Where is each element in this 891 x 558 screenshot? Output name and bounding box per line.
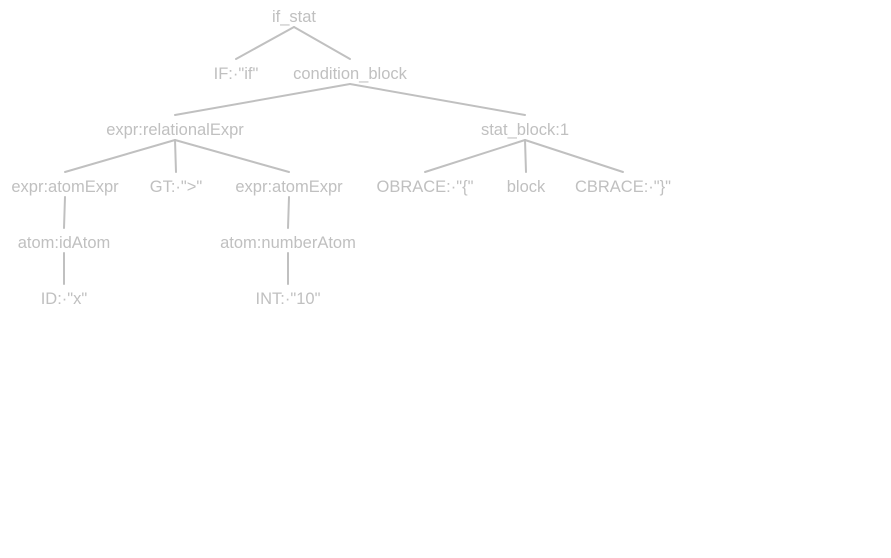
tree-edge-condition-block-to-stat-block bbox=[349, 83, 526, 116]
node-expr-atom-left: expr:atomExpr bbox=[11, 178, 119, 196]
tree-edge-stat-block-to-cbrace-token bbox=[524, 139, 624, 173]
tree-edge-expr-relational-to-expr-atom-right bbox=[174, 139, 290, 173]
tree-edge-stat-block-to-obrace-token bbox=[424, 139, 526, 173]
node-atom-id: atom:idAtom bbox=[18, 234, 111, 252]
node-block: block bbox=[507, 178, 546, 196]
node-int-token: INT:·"10" bbox=[256, 290, 321, 308]
node-condition-block: condition_block bbox=[293, 65, 407, 83]
node-id-token: ID:·"x" bbox=[41, 290, 88, 308]
node-atom-number: atom:numberAtom bbox=[220, 234, 356, 252]
node-gt-token: GT:·">" bbox=[150, 178, 203, 196]
parse-tree-nodes: if_stat IF:·"if" condition_block expr:re… bbox=[11, 8, 671, 308]
node-if-stat: if_stat bbox=[272, 8, 316, 26]
tree-edge-expr-relational-to-expr-atom-left bbox=[64, 139, 176, 173]
tree-edge-expr-atom-right-to-atom-number bbox=[287, 196, 290, 229]
node-stat-block: stat_block:1 bbox=[481, 121, 569, 139]
node-expr-atom-right: expr:atomExpr bbox=[235, 178, 343, 196]
node-expr-relational: expr:relationalExpr bbox=[106, 121, 244, 139]
node-obrace-token: OBRACE:·"{" bbox=[377, 178, 474, 196]
tree-edge-stat-block-to-block bbox=[524, 139, 527, 173]
parse-tree-edges bbox=[63, 26, 624, 285]
tree-edge-condition-block-to-expr-relational bbox=[174, 83, 351, 116]
tree-edge-expr-relational-to-gt-token bbox=[174, 139, 177, 173]
node-cbrace-token: CBRACE:·"}" bbox=[575, 178, 671, 196]
tree-edge-if-stat-to-condition-block bbox=[293, 26, 351, 60]
tree-edge-if-stat-to-if-token bbox=[235, 26, 295, 60]
node-if-token: IF:·"if" bbox=[214, 65, 259, 83]
tree-edge-expr-atom-left-to-atom-id bbox=[63, 196, 66, 229]
